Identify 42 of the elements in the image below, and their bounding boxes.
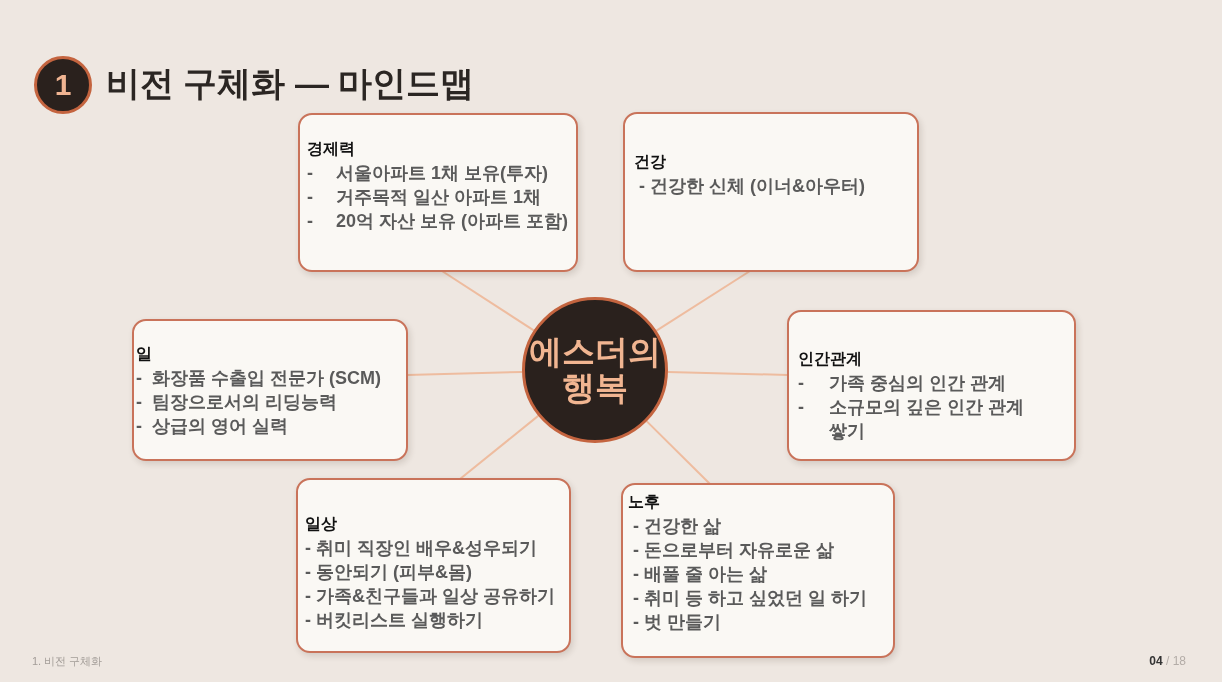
number-badge [34,55,92,114]
connector-line [655,270,751,332]
topic-box [621,483,895,658]
topic-heading: 일 [136,344,153,364]
central-topic-text: 에스더의 행복 [528,334,662,406]
connector-line [406,370,524,376]
list-item: - 버킷리스트 실행하기 [305,609,484,632]
list-item: - 돈으로부터 자유로운 삶 [633,539,835,562]
badge-number: 1 [54,68,72,101]
list-item: - 취미 직장인 배우&성우되기 [305,537,538,560]
list-item: - 20억 자산 보유 (아파트 포함) [307,210,569,233]
topic-box [298,113,578,272]
topic-heading: 일상 [305,514,338,534]
list-item: - 거주목적 일산 아파트 1채 [307,186,542,209]
list-item: - 가족 중심의 인간 관계 [798,372,1007,395]
list-item: - 동안되기 (피부&몸) [305,561,473,584]
list-item: - 건강한 신체 (이너&아우터) [639,175,866,198]
list-item: - 상급의 영어 실력 [136,415,289,438]
topic-heading: 노후 [628,492,661,512]
connector-line [645,420,711,485]
list-item: - 취미 등 하고 싶었던 일 하기 [633,587,868,610]
list-item: - 소규모의 깊은 인간 관계 쌓기 [798,396,1025,443]
topic-box [623,112,919,272]
connector-line [667,370,789,376]
topic-box [296,478,571,653]
topic-box [132,319,408,461]
page-number: 04 / 18 [1149,653,1186,669]
footer-text: 1. 비전 구체화 [32,654,103,669]
list-item: - 배풀 줄 아는 삶 [633,563,768,586]
topic-heading: 건강 [634,152,667,172]
connector-line [441,270,535,332]
topic-box [787,310,1076,461]
page-title: 비전 구체화 — 마인드맵 [106,63,475,104]
list-item: - 벗 만들기 [633,611,722,634]
list-item: - 화장품 수출입 전문가 (SCM) [136,367,382,390]
list-item: - 서울아파트 1채 보유(투자) [307,162,549,185]
topic-heading: 경제력 [307,139,356,159]
list-item: - 가족&친구들과 일상 공유하기 [305,585,556,608]
list-item: - 건강한 삶 [633,515,722,538]
topic-heading: 인간관계 [798,349,863,369]
connector-line [459,414,540,480]
list-item: - 팀장으로서의 리딩능력 [136,391,338,414]
